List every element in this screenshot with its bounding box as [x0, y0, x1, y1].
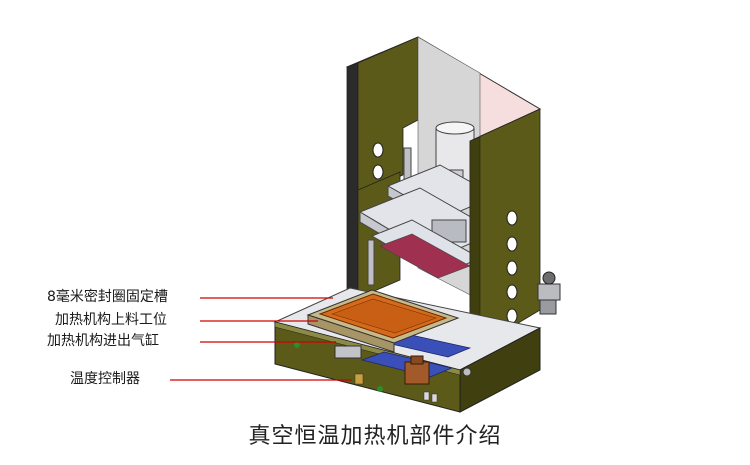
- callout-sealing-groove: 8毫米密封圈固定槽: [47, 289, 168, 305]
- temperature-controller-top: [410, 355, 424, 365]
- air-fitting: [539, 299, 557, 315]
- tray-insert-inner: [331, 298, 437, 334]
- front-switch: [354, 373, 364, 385]
- indicator-light: [294, 342, 300, 348]
- guide-post: [367, 239, 375, 286]
- side-window: [372, 142, 384, 158]
- temperature-controller-box: [404, 361, 430, 385]
- callout-loading-station: 加热机构上料工位: [55, 312, 167, 328]
- front-switch: [423, 391, 430, 401]
- base-side: [459, 327, 541, 413]
- air-fitting-knob: [542, 271, 556, 285]
- main-cylinder-top: [435, 121, 475, 135]
- side-window: [506, 284, 518, 300]
- tray-cylinder: [334, 345, 362, 359]
- back-column: [346, 62, 359, 297]
- side-window: [372, 164, 384, 180]
- callout-in-out-cylinder: 加热机构进出气缸: [47, 333, 159, 349]
- callout-temperature-controller: 温度控制器: [70, 371, 140, 387]
- air-fitting: [537, 283, 561, 301]
- front-switch: [431, 393, 438, 403]
- figure-caption: 真空恒温加热机部件介绍: [248, 424, 502, 449]
- side-window: [506, 210, 518, 226]
- side-window: [506, 260, 518, 276]
- indicator-light: [377, 386, 383, 392]
- front-knob: [462, 367, 472, 377]
- side-window: [506, 236, 518, 252]
